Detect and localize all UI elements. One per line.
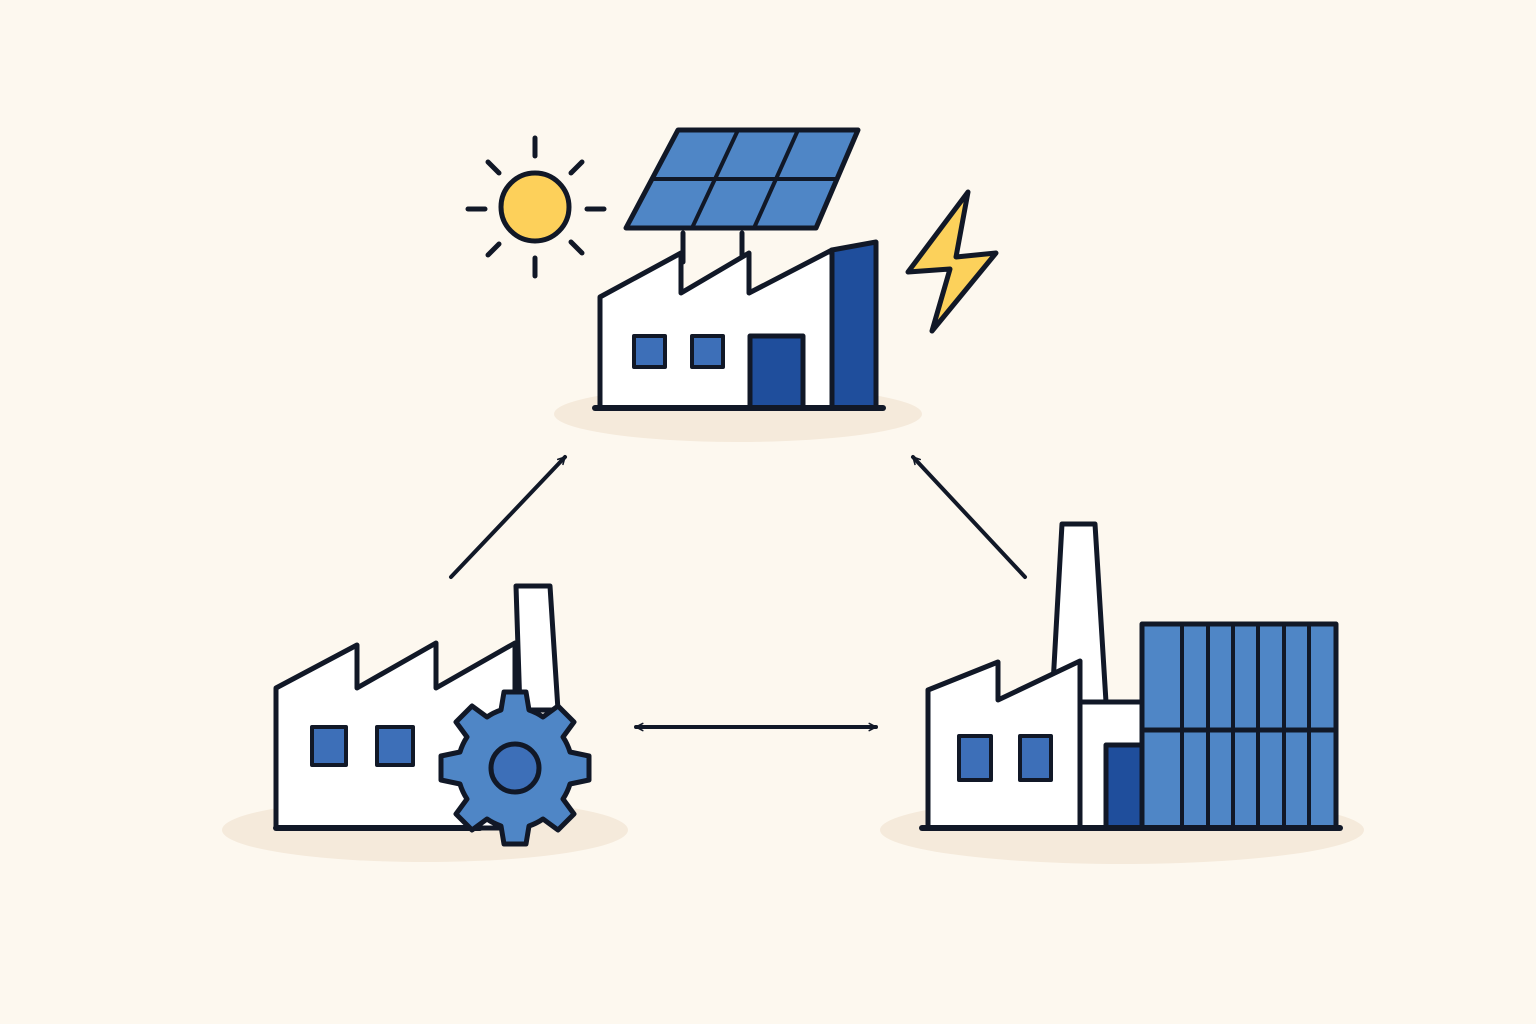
arrow-manufacturing-to-solar — [449, 455, 567, 579]
window — [375, 725, 415, 767]
window — [957, 734, 993, 782]
door — [747, 333, 806, 411]
factory-icon — [925, 521, 1145, 831]
lightning-bolt-icon — [905, 189, 999, 334]
window — [1018, 734, 1053, 782]
solar-factory-node — [465, 127, 999, 442]
arrow-container-to-solar — [911, 455, 1027, 579]
sun-icon — [465, 135, 607, 279]
factory-icon — [592, 239, 886, 411]
window — [632, 334, 667, 369]
window — [690, 334, 725, 369]
manufacturing-factory-node — [222, 583, 628, 862]
solar-panel-icon — [623, 127, 861, 265]
door — [1103, 742, 1145, 831]
container-factory-node — [880, 521, 1364, 864]
window — [310, 725, 348, 767]
gear-icon — [438, 689, 592, 847]
storage-container-icon — [919, 621, 1343, 831]
